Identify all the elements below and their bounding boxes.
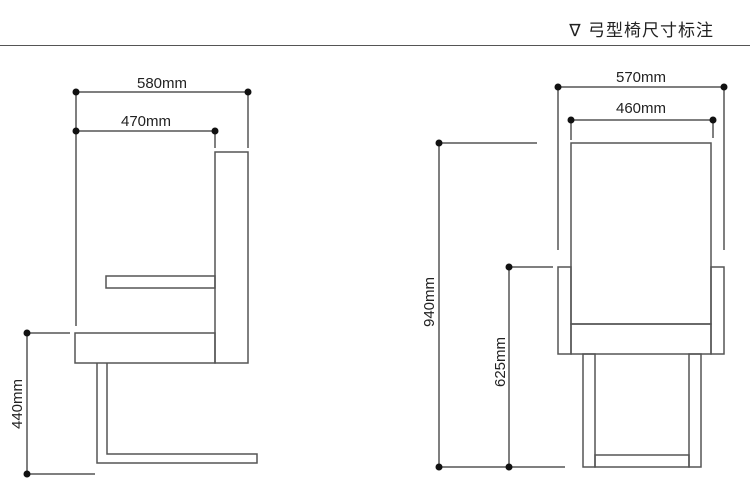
front-overall-width-label: 570mm (616, 69, 666, 86)
side-overall-depth-label: 580mm (137, 75, 187, 92)
front-overall-height-label: 940mm (421, 277, 438, 327)
front-armrest-height-label: 625mm (492, 337, 509, 387)
front-view-chair (557, 142, 725, 468)
page-title: ∇ 弓型椅尺寸标注 (569, 21, 714, 41)
front-view-dimensions (438, 86, 725, 468)
dimension-endpoints (23, 83, 728, 478)
header-divider (0, 45, 750, 46)
side-seat-depth-label: 470mm (121, 113, 171, 130)
front-seat-width-label: 460mm (616, 100, 666, 117)
side-view-chair (74, 151, 258, 464)
side-seat-height-label: 440mm (9, 379, 26, 429)
